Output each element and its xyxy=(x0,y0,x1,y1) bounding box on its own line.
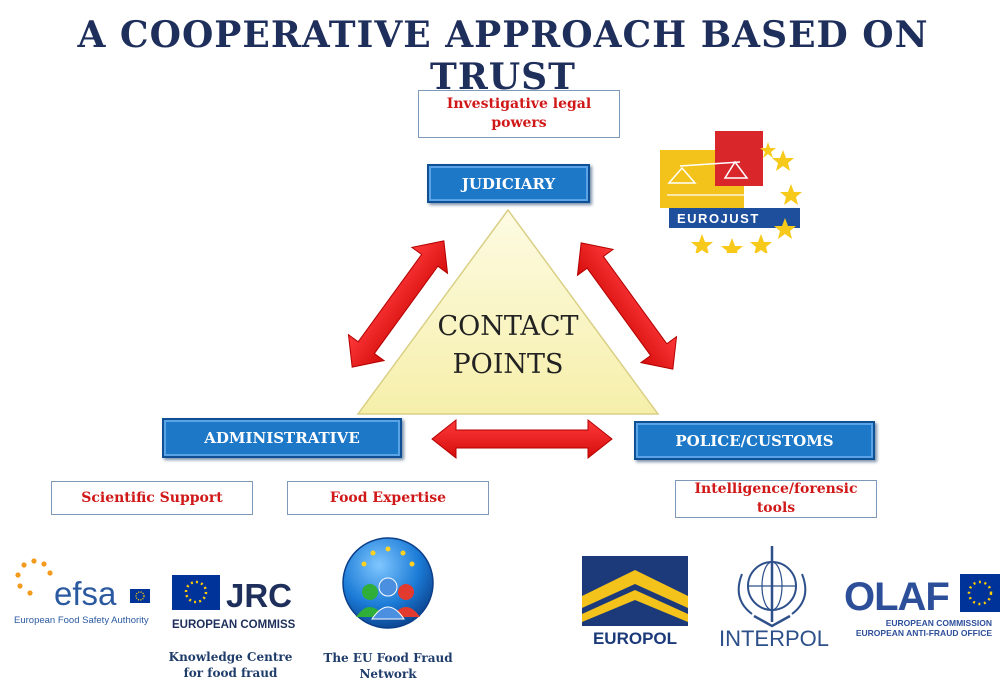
double-arrow-judiciary-administrative xyxy=(347,240,449,368)
note-scientific-support: Scientific Support xyxy=(51,481,253,515)
contact-points-line2: POINTS xyxy=(452,349,564,380)
contact-points-label: CONTACT POINTS xyxy=(418,308,598,384)
police-customs-box: POLICE/CUSTOMS xyxy=(634,421,875,460)
jrc-logo: JRC EUROPEAN COMMISSION xyxy=(172,575,295,631)
interpol-logo: INTERPOL xyxy=(719,546,829,651)
page-title: A COOPERATIVE APPROACH BASED ON TRUST xyxy=(77,14,929,98)
double-arrow-administrative-police xyxy=(431,418,613,460)
jrc-caption: Knowledge Centre for food fraud xyxy=(168,650,293,680)
eurojust-logo-text: EUROJUST xyxy=(677,211,760,226)
note-investigative-powers: Investigative legal powers xyxy=(418,90,620,138)
food-fraud-network-logo xyxy=(342,537,434,629)
olaf-subtitle-2: EUROPEAN ANTI-FRAUD OFFICE xyxy=(856,628,992,638)
jrc-subtitle: EUROPEAN COMMISSION xyxy=(172,619,295,631)
jrc-logo-text: JRC xyxy=(226,577,292,614)
olaf-logo-text: OLAF xyxy=(844,575,949,619)
network-caption: The EU Food Fraud Network xyxy=(323,651,453,681)
administrative-box: ADMINISTRATIVE xyxy=(162,418,402,458)
efsa-subtitle: European Food Safety Authority xyxy=(14,615,149,626)
double-arrow-judiciary-police xyxy=(576,242,678,370)
judiciary-box: JUDICIARY xyxy=(427,164,590,203)
europol-logo: EUROPOL xyxy=(582,556,688,648)
contact-points-line1: CONTACT xyxy=(437,311,579,342)
olaf-subtitle-1: EUROPEAN COMMISSION xyxy=(886,618,992,628)
europol-logo-text: EUROPOL xyxy=(593,629,677,648)
note-food-expertise: Food Expertise xyxy=(287,481,489,515)
efsa-logo: efsa European Food Safety Authority xyxy=(14,558,150,626)
olaf-logo: OLAF EUROPEAN COMMISSION EUROPEAN ANTI-F… xyxy=(844,574,1000,638)
efsa-logo-text: efsa xyxy=(54,575,117,612)
interpol-logo-text: INTERPOL xyxy=(719,626,829,651)
contact-points-triangle xyxy=(356,208,660,415)
eurojust-logo: EUROJUST xyxy=(660,131,802,253)
note-intelligence-tools: Intelligence/forensic tools xyxy=(675,480,877,518)
